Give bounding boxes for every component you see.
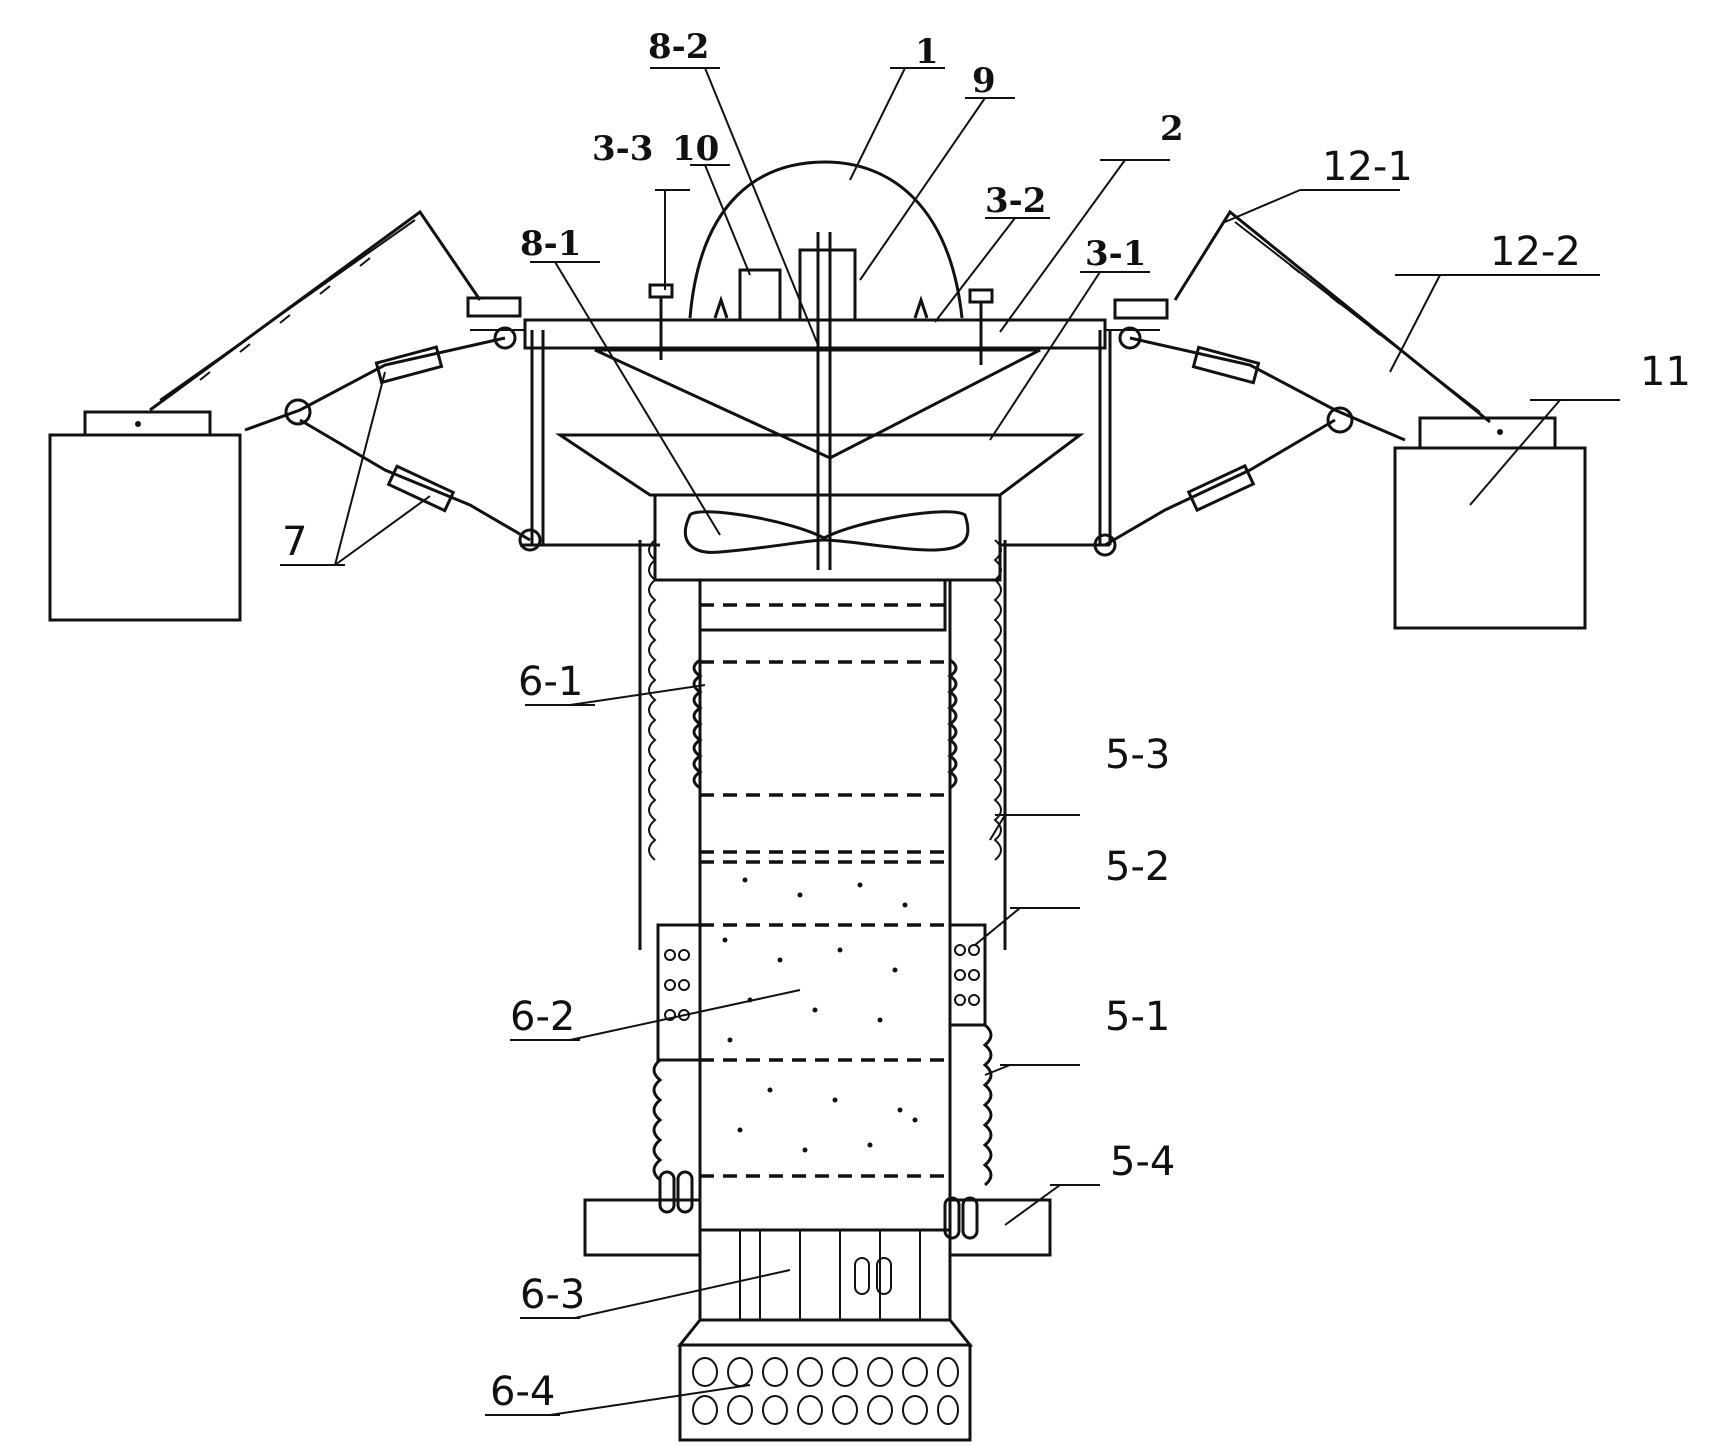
label-5-1: 5-1 [1105,994,1170,1040]
skirt-left [648,539,657,861]
label-3-3: 3-3 [592,129,653,169]
lower-funnel [555,433,1085,497]
left-arm-lower [299,418,531,542]
label-6-3: 6-3 [520,1272,585,1318]
left-side-block [656,923,702,1062]
control-box [738,268,782,322]
upper-funnel [594,348,1041,460]
label-8-2: 8-2 [648,27,709,67]
left-joint [284,398,312,426]
label-5-2: 5-2 [1105,844,1170,890]
label-12-1: 12-1 [1322,144,1413,190]
label-3-1: 3-1 [1085,234,1146,274]
label-1: 1 [915,32,939,72]
right-float [1393,446,1587,630]
skirt-right [993,539,1002,861]
label-6-2: 6-2 [510,994,575,1040]
left-arm-upper [244,336,506,432]
bottom-mesh [678,1343,972,1442]
filter-media-dots [722,877,918,1153]
label-2: 2 [1160,109,1184,149]
left-float [48,433,242,622]
label-3-2: 3-2 [985,181,1046,221]
dome-cover [688,160,964,319]
right-arm-lower [1104,418,1336,547]
label-5-3: 5-3 [1105,732,1170,778]
label-9: 9 [972,61,996,101]
bolt-left [648,283,674,299]
inner-column [698,578,952,1232]
motor-shaft-housing [798,248,857,322]
mesh-holes [692,1357,959,1425]
label-7: 7 [282,519,307,565]
label-6-1: 6-1 [518,659,583,705]
label-11: 11 [1640,349,1691,395]
top-plate [523,318,1107,350]
label-10: 10 [672,129,719,169]
label-5-4: 5-4 [1110,1139,1175,1185]
right-arm-upper [1129,336,1406,442]
label-6-4: 6-4 [490,1369,555,1415]
bellows-left [692,658,703,790]
label-8-1: 8-1 [520,224,581,264]
bottom-intake [698,1228,952,1322]
right-side-block [948,923,987,1027]
bellows-right [947,658,958,790]
fan-blade [683,510,970,554]
label-12-2: 12-2 [1490,229,1581,275]
base-plate-right [948,1198,1052,1257]
bolt-right [968,288,994,304]
left-solar-panel [149,209,482,412]
right-joint [1326,406,1354,434]
base-plate-left [583,1198,702,1257]
right-solar-panel [1173,209,1491,424]
